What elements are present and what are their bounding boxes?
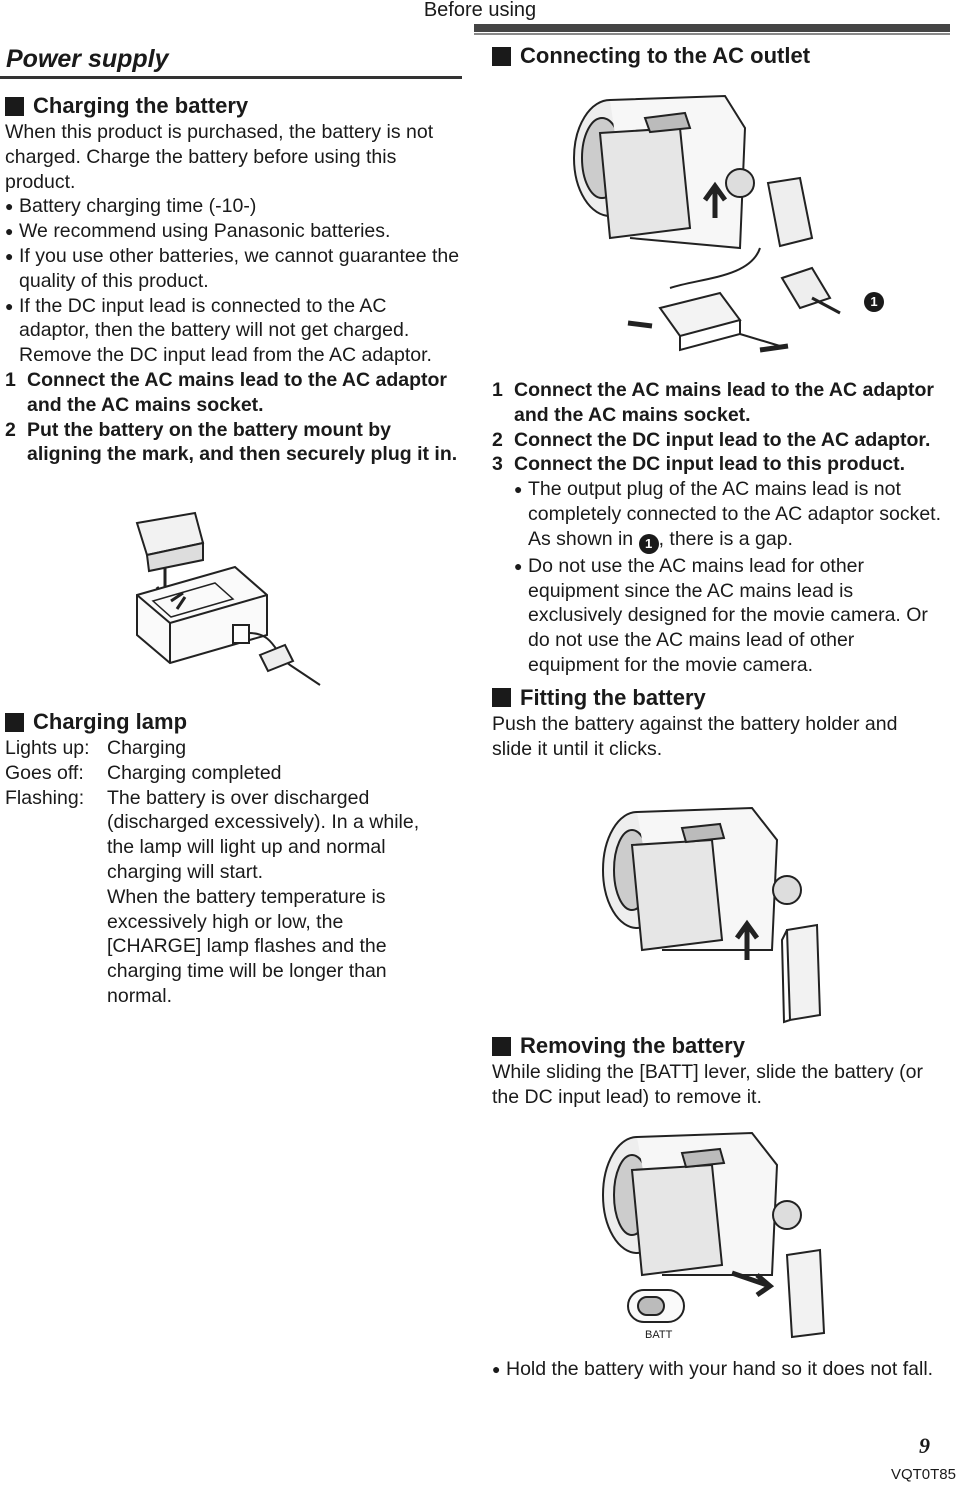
- step-number: 3: [492, 453, 503, 476]
- step-item: 1 Connect the AC mains lead to the AC ada…: [5, 368, 460, 418]
- lamp-row-text: The battery is over discharged (discharg…: [107, 786, 420, 883]
- callout-marker: 1: [638, 533, 659, 554]
- bullet-text: We recommend using Panasonic batteries.: [19, 220, 391, 243]
- step-text: Put the battery on the battery mount by …: [27, 418, 458, 466]
- charger-illustration: [135, 511, 321, 686]
- fit-text: Push the battery against the battery hol…: [492, 712, 898, 760]
- bullet-dot-icon: ●: [5, 247, 14, 264]
- step-number: 2: [5, 418, 16, 441]
- bullet-item: ● Hold the battery with your hand so it d…: [492, 1357, 942, 1382]
- left-column: Charging the battery When this product i…: [5, 92, 460, 467]
- charging-heading-text: Charging the battery: [33, 93, 249, 118]
- lamp-section: Charging lamp Lights up: Charging Goes of…: [5, 708, 460, 1009]
- bullet-dot-icon: ●: [5, 198, 14, 215]
- step-item: 1 Connect the AC mains lead to the AC ada…: [492, 378, 942, 428]
- square-bullet-icon: [5, 712, 24, 732]
- bullet-dot-icon: ●: [5, 223, 14, 240]
- square-bullet-icon: [492, 46, 511, 66]
- callout-marker: 1: [864, 292, 884, 312]
- bullet-dot-icon: ●: [514, 481, 523, 498]
- remove-text: While sliding the [BATT] lever, slide th…: [492, 1061, 923, 1108]
- lamp-row-label: Lights up:: [5, 737, 90, 759]
- remove-heading: Removing the battery: [492, 1032, 942, 1060]
- bullet-item: ● Battery charging time (-10-): [5, 194, 460, 219]
- bullet-text-part: The output plug of the AC mains lead is …: [528, 478, 941, 550]
- step-number: 1: [492, 379, 503, 401]
- lamp-row-text: Charging: [107, 737, 187, 759]
- lamp-row: Lights up: Charging: [5, 736, 460, 761]
- bullet-dot-icon: ●: [5, 297, 14, 314]
- bullet-text: The output plug of the AC mains lead is …: [528, 477, 942, 554]
- lamp-heading-text: Charging lamp: [33, 709, 188, 734]
- bullet-text: Do not use the AC mains lead for other e…: [528, 554, 928, 676]
- page-number: 9: [919, 1433, 930, 1458]
- bullet-text: If the DC input lead is connected to the…: [19, 294, 432, 367]
- section-label: Before using: [423, 0, 537, 21]
- fit-heading: Fitting the battery: [492, 684, 942, 712]
- bullet-text: Hold the battery with your hand so it do…: [506, 1358, 934, 1380]
- fit-heading-text: Fitting the battery: [520, 684, 706, 710]
- square-bullet-icon: [492, 1036, 511, 1056]
- bullet-item: ● Do not use the AC mains lead for other …: [492, 554, 942, 678]
- document-code: VQT0T85: [890, 1466, 956, 1483]
- step-item: 2 Connect the DC input lead to the AC ada…: [492, 428, 942, 453]
- step-item: 2 Put the battery on the battery mount by…: [5, 418, 460, 468]
- remove-section: Removing the battery While sliding the […: [492, 1032, 942, 1110]
- lamp-row-label: Flashing:: [5, 786, 85, 809]
- lamp-extra-text: When the battery temperature is excessiv…: [107, 885, 387, 1007]
- header-rule-thin: [474, 33, 950, 35]
- bullet-text-part: , there is a gap.: [658, 527, 793, 550]
- lamp-row: Flashing: The battery is over discharged …: [5, 786, 460, 885]
- step-number: 1: [5, 368, 16, 391]
- ac-steps: 1 Connect the AC mains lead to the AC ada…: [492, 378, 942, 761]
- bullet-item: ● The output plug of the AC mains lead is…: [492, 477, 942, 554]
- bullet-item: ● We recommend using Panasonic batteries.: [5, 219, 460, 244]
- step-text: Connect the AC mains lead to the AC adap…: [27, 368, 448, 416]
- step-text: Connect the AC mains lead to the AC adap…: [514, 379, 935, 426]
- remove-battery-illustration: [602, 1131, 826, 1339]
- square-bullet-icon: [492, 688, 511, 708]
- square-bullet-icon: [5, 96, 24, 116]
- lamp-heading: Charging lamp: [5, 708, 460, 736]
- bullet-text: Battery charging time (-10-): [19, 195, 257, 218]
- bullet-item: ● If you use other batteries, we cannot g…: [5, 244, 460, 294]
- lamp-row: Goes off: Charging completed: [5, 761, 460, 786]
- bullet-text: If you use other batteries, we cannot gu…: [19, 244, 460, 292]
- ac-heading-text: Connecting to the AC outlet: [520, 43, 811, 68]
- step-number: 2: [492, 428, 503, 451]
- ac-heading: Connecting to the AC outlet: [492, 42, 942, 70]
- bullet-dot-icon: ●: [492, 1361, 501, 1377]
- lamp-extra: When the battery temperature is excessiv…: [5, 885, 460, 1009]
- camera-ac-illustration: [573, 94, 841, 353]
- lamp-row-text: Charging completed: [107, 761, 282, 784]
- step-text: Connect the DC input lead to the AC adap…: [514, 428, 931, 451]
- right-column: Connecting to the AC outlet: [492, 42, 942, 70]
- page-title: Power supply: [6, 45, 169, 73]
- lamp-row-label: Goes off:: [5, 761, 84, 784]
- step-text: Connect the DC input lead to this produc…: [514, 453, 906, 476]
- step-item: 3 Connect the DC input lead to this produ…: [492, 452, 942, 477]
- batt-lever-label: BATT: [645, 1329, 673, 1341]
- remove-heading-text: Removing the battery: [520, 1033, 745, 1058]
- charging-heading: Charging the battery: [5, 92, 460, 120]
- header-rule: [474, 24, 950, 32]
- bullet-item: ● If the DC input lead is connected to th…: [5, 294, 460, 368]
- remove-note: ● Hold the battery with your hand so it d…: [492, 1357, 942, 1382]
- bullet-dot-icon: ●: [514, 557, 523, 574]
- fit-battery-illustration: [602, 806, 822, 1024]
- title-rule: [0, 76, 462, 79]
- charging-intro: When this product is purchased, the batt…: [5, 121, 434, 193]
